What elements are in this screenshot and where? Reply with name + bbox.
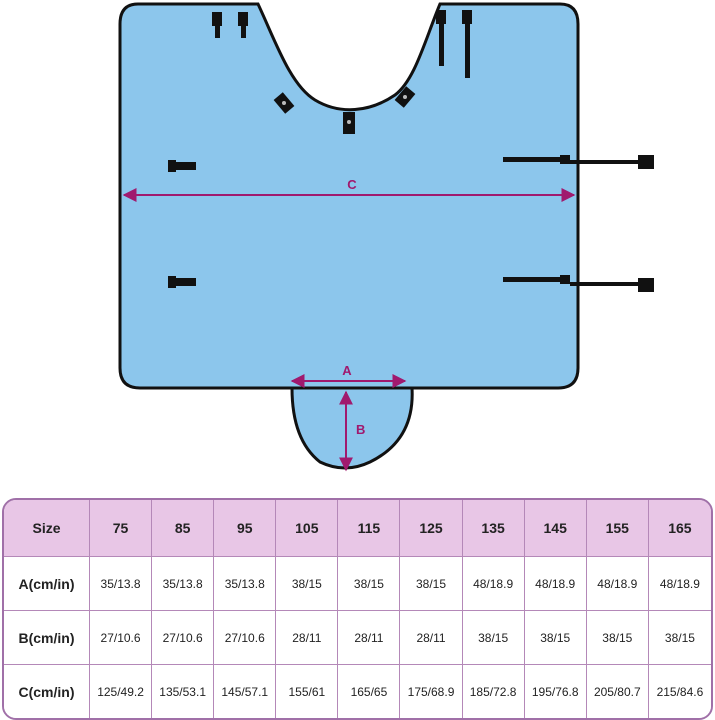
size-header-cell: 105	[276, 500, 339, 557]
table-cell: 215/84.6	[648, 665, 711, 718]
table-cell: 175/68.9	[400, 665, 463, 718]
table-cell: 27/10.6	[90, 611, 153, 665]
table-cell: 48/18.9	[586, 557, 649, 611]
size-header-cell: 95	[214, 500, 277, 557]
neck-tab-icon	[273, 86, 416, 134]
table-cell: 205/80.7	[586, 665, 649, 718]
table-cell: 38/15	[586, 611, 649, 665]
table-cell: 125/49.2	[90, 665, 153, 718]
dimension-b-label: B	[356, 422, 365, 437]
table-cell: 35/13.8	[152, 557, 215, 611]
buckle-icon	[212, 12, 248, 38]
buckle-icon	[436, 10, 472, 78]
size-header-row: Size 75 85 95 105 115 125 135 145 155 16…	[4, 500, 711, 557]
table-cell: 38/15	[338, 557, 401, 611]
table-cell: 195/76.8	[524, 665, 587, 718]
size-chart-table: Size 75 85 95 105 115 125 135 145 155 16…	[2, 498, 713, 720]
horse-blanket-diagram: C A B	[118, 2, 654, 472]
size-header-cell: 85	[152, 500, 215, 557]
table-cell: 28/11	[400, 611, 463, 665]
table-cell: 48/18.9	[524, 557, 587, 611]
table-cell: 165/65	[338, 665, 401, 718]
side-buckle-icon	[168, 160, 196, 288]
table-cell: 48/18.9	[462, 557, 525, 611]
table-cell: 48/18.9	[648, 557, 711, 611]
size-header-label: Size	[4, 500, 90, 557]
table-cell: 135/53.1	[152, 665, 215, 718]
dimension-c-label: C	[347, 177, 357, 192]
row-label: B(cm/in)	[4, 611, 90, 665]
table-cell: 145/57.1	[214, 665, 277, 718]
size-header-cell: 155	[586, 500, 649, 557]
table-cell: 28/11	[276, 611, 339, 665]
size-header-cell: 145	[524, 500, 587, 557]
tail-flap	[290, 386, 414, 470]
table-row: B(cm/in) 27/10.6 27/10.6 27/10.6 28/11 2…	[4, 611, 711, 665]
dimension-a-label: A	[342, 363, 352, 378]
table-cell: 27/10.6	[214, 611, 277, 665]
table-cell: 38/15	[462, 611, 525, 665]
table-cell: 35/13.8	[90, 557, 153, 611]
size-header-cell: 165	[648, 500, 711, 557]
table-cell: 38/15	[276, 557, 339, 611]
table-cell: 38/15	[400, 557, 463, 611]
table-cell: 38/15	[648, 611, 711, 665]
table-cell: 35/13.8	[214, 557, 277, 611]
table-cell: 28/11	[338, 611, 401, 665]
table-cell: 185/72.8	[462, 665, 525, 718]
size-header-cell: 135	[462, 500, 525, 557]
table-cell: 38/15	[524, 611, 587, 665]
table-cell: 155/61	[276, 665, 339, 718]
side-strap-icon	[503, 155, 654, 292]
table-cell: 27/10.6	[152, 611, 215, 665]
table-row: A(cm/in) 35/13.8 35/13.8 35/13.8 38/15 3…	[4, 557, 711, 611]
table-row: C(cm/in) 125/49.2 135/53.1 145/57.1 155/…	[4, 665, 711, 718]
row-label: C(cm/in)	[4, 665, 90, 718]
size-header-cell: 115	[338, 500, 401, 557]
size-header-cell: 75	[90, 500, 153, 557]
size-header-cell: 125	[400, 500, 463, 557]
row-label: A(cm/in)	[4, 557, 90, 611]
